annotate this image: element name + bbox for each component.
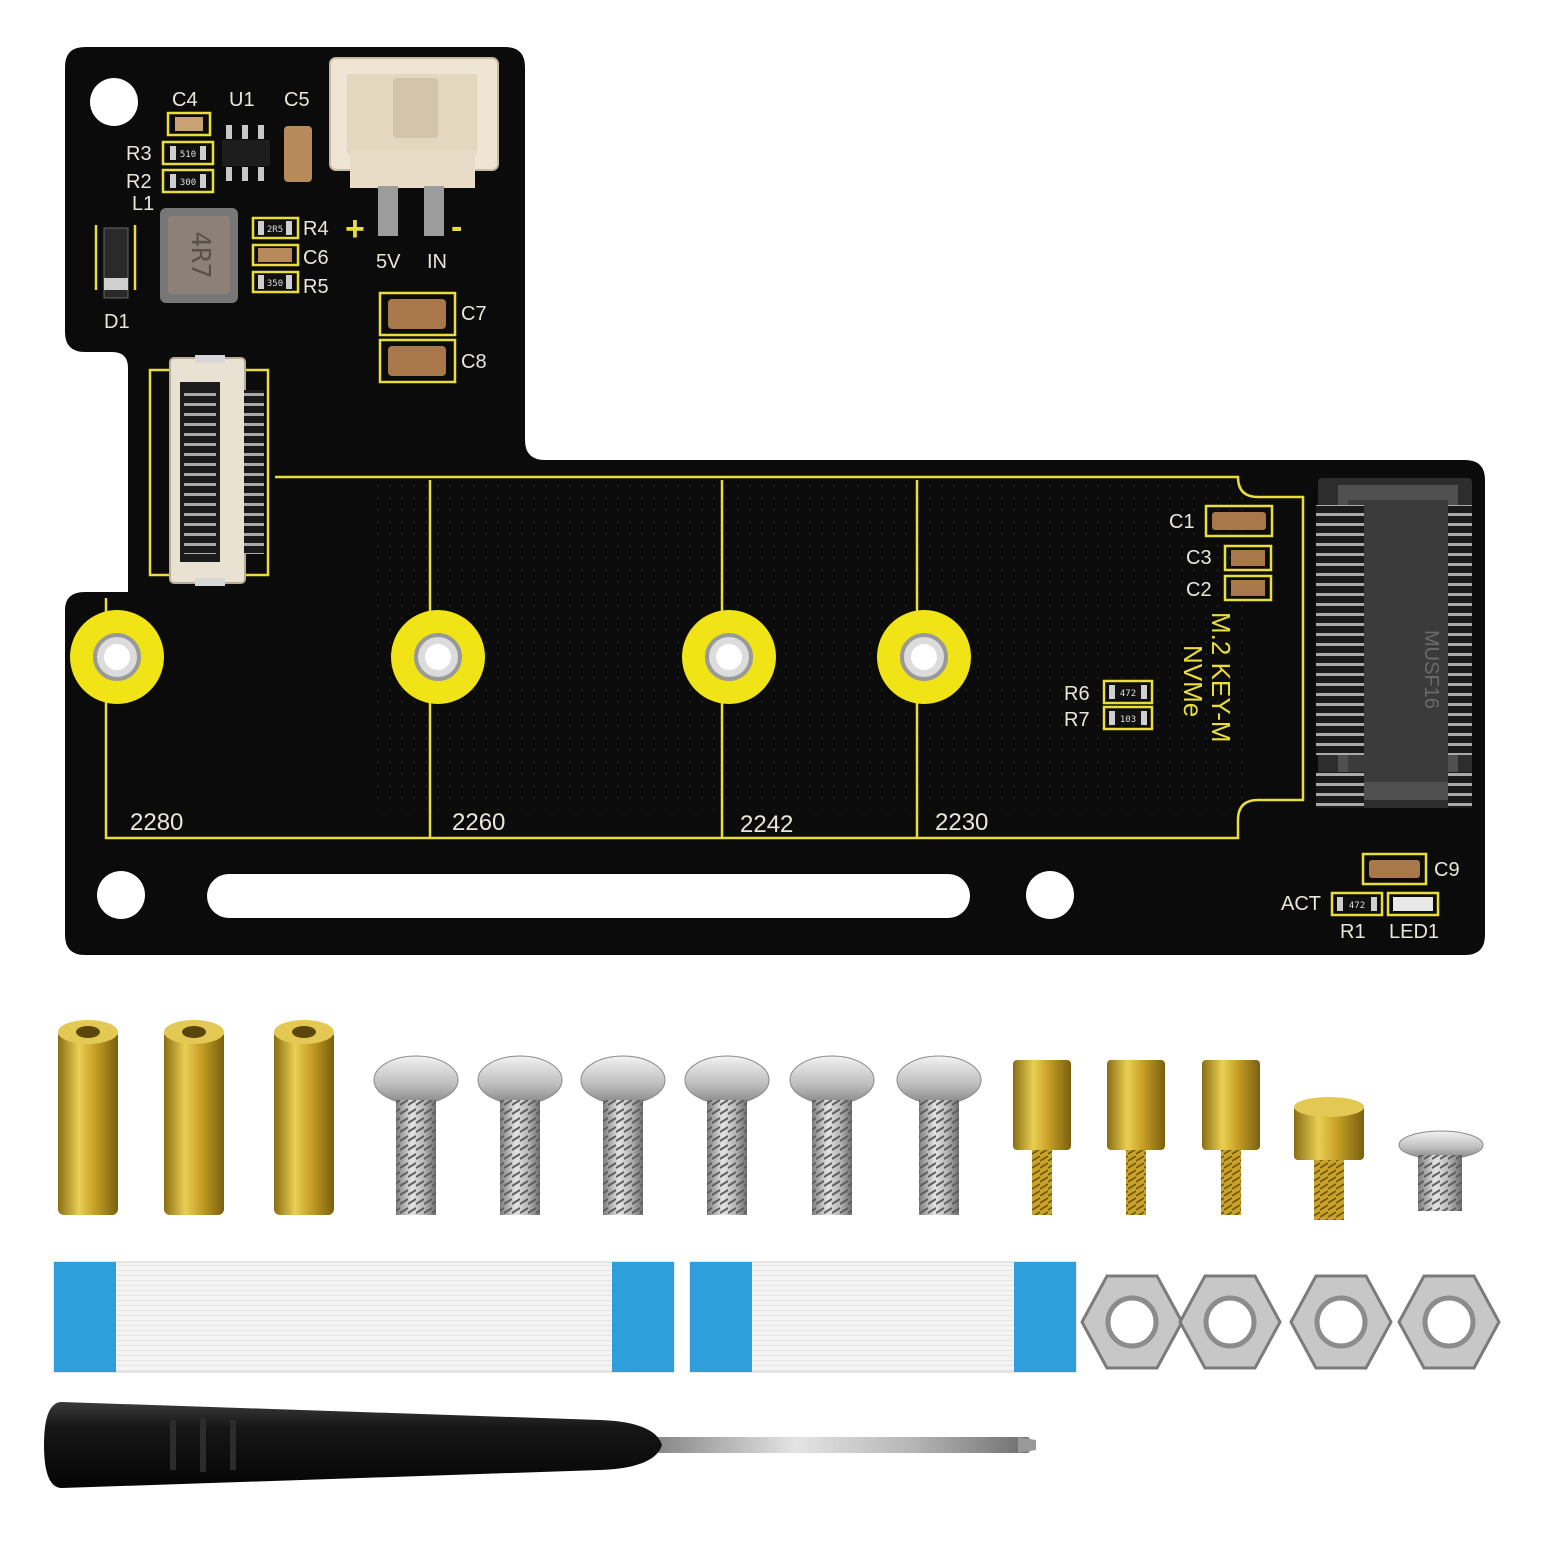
ffc-connector: [169, 355, 264, 586]
hex-nuts: [1080, 1274, 1501, 1370]
short-brass-standoff: [1013, 1060, 1071, 1215]
label-c2: C2: [1186, 579, 1212, 601]
label-u1: U1: [229, 89, 255, 111]
brass-standoff: [58, 1020, 118, 1215]
machine-screw: [789, 1055, 875, 1215]
hex-nut: [1289, 1274, 1393, 1370]
trace-area: [370, 480, 1250, 810]
r3-code: 510: [180, 150, 196, 160]
machine-screw: [896, 1055, 982, 1215]
standoff-pads: [70, 610, 971, 704]
chip-u1: [222, 125, 270, 181]
short-brass-standoff: [1202, 1060, 1260, 1215]
r6-code: 472: [1120, 689, 1136, 699]
mounting-hole: [1026, 871, 1074, 919]
label-2280: 2280: [130, 809, 183, 836]
label-r7: R7: [1064, 709, 1090, 731]
board-title-nvme: NVMe: [1178, 645, 1208, 717]
mounting-hole: [90, 78, 138, 126]
inductor-marking: 4R7: [185, 232, 215, 279]
label-r6: R6: [1064, 683, 1090, 705]
label-c3: C3: [1186, 547, 1212, 569]
board-title-key-m: M.2 KEY-M: [1206, 612, 1236, 743]
power-connector: [329, 57, 499, 236]
label-c6: C6: [303, 247, 329, 269]
label-l1: L1: [132, 193, 154, 215]
machine-screws: [373, 1055, 982, 1215]
r4-code: 2R5: [267, 225, 283, 235]
r2-code: 300: [180, 178, 196, 188]
label-act: ACT: [1281, 893, 1321, 915]
silkscreen-labels: C4 U1 C5 R3 R2 L1 D1 R4 C6 R5 C7 C8 + - …: [104, 89, 1460, 943]
label-c7: C7: [461, 303, 487, 325]
small-screw: [1398, 1130, 1484, 1211]
machine-screw: [373, 1055, 459, 1215]
label-r5: R5: [303, 276, 329, 298]
label-c5: C5: [284, 89, 310, 111]
r1-code: 472: [1349, 901, 1365, 911]
label-minus: -: [451, 208, 462, 246]
slot-marking: MUSF16: [1420, 630, 1442, 709]
label-2260: 2260: [452, 809, 505, 836]
inductor-l1: 4R7: [160, 208, 238, 303]
mounting-hole: [97, 871, 145, 919]
smd-components: [170, 117, 1433, 911]
ffc-cable: [689, 1261, 1077, 1373]
label-r3: R3: [126, 143, 152, 165]
label-c9: C9: [1434, 859, 1460, 881]
label-in: IN: [427, 251, 447, 273]
short-brass-standoff: [1107, 1060, 1165, 1215]
nvme-adapter-board: 4R7: [65, 47, 1485, 955]
hex-nut: [1080, 1274, 1184, 1370]
machine-screw: [684, 1055, 770, 1215]
short-brass-standoffs: [1013, 1060, 1260, 1215]
label-c4: C4: [172, 89, 198, 111]
ffc-cable: [53, 1261, 675, 1373]
m2-slot: MUSF16: [1316, 478, 1472, 808]
adjustment-slot: [207, 874, 970, 918]
label-led1: LED1: [1389, 921, 1439, 943]
hex-nut: [1397, 1274, 1501, 1370]
label-2242: 2242: [740, 811, 793, 838]
hex-nut: [1178, 1274, 1282, 1370]
screwdriver: [44, 1402, 1036, 1488]
long-brass-standoffs: [58, 1020, 334, 1215]
machine-screw: [580, 1055, 666, 1215]
label-r4: R4: [303, 218, 329, 240]
hex-standoff: [1294, 1097, 1364, 1220]
r5-code: 350: [267, 279, 283, 289]
label-r2: R2: [126, 171, 152, 193]
label-c8: C8: [461, 351, 487, 373]
label-plus: +: [345, 210, 365, 248]
ssd-length-guides: [94, 111, 1440, 917]
label-c1: C1: [1169, 511, 1195, 533]
r7-code: 103: [1120, 715, 1136, 725]
machine-screw: [477, 1055, 563, 1215]
label-d1: D1: [104, 311, 130, 333]
brass-standoff: [274, 1020, 334, 1215]
label-r1: R1: [1340, 921, 1366, 943]
brass-standoff: [164, 1020, 224, 1215]
label-5v: 5V: [376, 251, 401, 273]
label-2230: 2230: [935, 809, 988, 836]
